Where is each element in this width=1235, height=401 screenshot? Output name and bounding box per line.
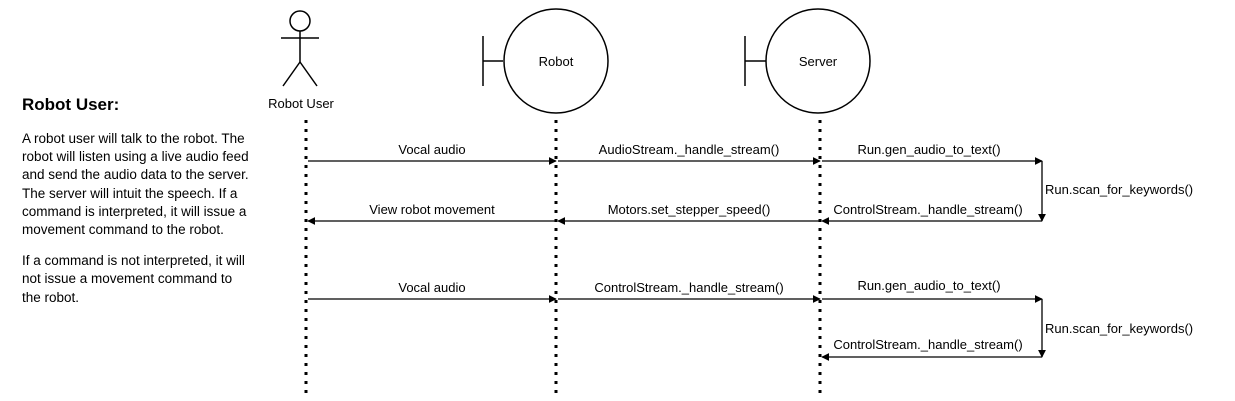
message-motors-set-stepper-speed[interactable]: Motors.set_stepper_speed() xyxy=(557,202,820,225)
message-label: Run.gen_audio_to_text() xyxy=(857,278,1000,293)
message-controlstream-handle-stream-1[interactable]: ControlStream._handle_stream() xyxy=(821,202,1042,225)
message-gen-audio-to-text-2[interactable]: Run.gen_audio_to_text() xyxy=(822,278,1043,303)
actor-robot-user[interactable]: Robot User xyxy=(268,10,335,111)
actor-head-icon xyxy=(289,10,311,32)
message-label: Vocal audio xyxy=(398,280,465,295)
message-scan-for-keywords-1[interactable]: Run.scan_for_keywords() xyxy=(1038,161,1193,222)
participant-label: Robot xyxy=(539,54,574,69)
boundary-circle-icon xyxy=(765,8,871,114)
description-title: Robot User: xyxy=(22,95,120,114)
message-scan-for-keywords-2[interactable]: Run.scan_for_keywords() xyxy=(1038,299,1193,358)
actor-label: Robot User xyxy=(268,96,334,111)
boundary-circle-icon xyxy=(503,8,609,114)
message-label: Run.scan_for_keywords() xyxy=(1045,321,1193,336)
message-view-robot-movement[interactable]: View robot movement xyxy=(307,202,556,225)
description-paragraph-1: A robot user will talk to the robot. The… xyxy=(22,131,249,238)
message-label: AudioStream._handle_stream() xyxy=(599,142,780,157)
message-vocal-audio-1[interactable]: Vocal audio xyxy=(308,142,557,165)
message-controlstream-handle-stream-2[interactable]: ControlStream._handle_stream() xyxy=(558,280,821,303)
participant-label: Server xyxy=(799,54,838,69)
description-panel: Robot User: A robot user will talk to th… xyxy=(22,94,250,320)
participant-server[interactable]: Server xyxy=(744,8,871,114)
message-gen-audio-to-text-1[interactable]: Run.gen_audio_to_text() xyxy=(822,142,1043,165)
actor-right-leg-icon xyxy=(299,61,318,87)
participant-robot[interactable]: Robot xyxy=(482,8,609,114)
message-label: ControlStream._handle_stream() xyxy=(833,337,1022,352)
message-label: ControlStream._handle_stream() xyxy=(833,202,1022,217)
message-controlstream-handle-stream-3[interactable]: ControlStream._handle_stream() xyxy=(821,337,1042,361)
message-label: ControlStream._handle_stream() xyxy=(594,280,783,295)
message-vocal-audio-2[interactable]: Vocal audio xyxy=(308,280,557,303)
actor-left-leg-icon xyxy=(282,61,301,87)
description-paragraph-2: If a command is not interpreted, it will… xyxy=(22,253,245,305)
message-label: View robot movement xyxy=(369,202,495,217)
message-audiostream-handle-stream[interactable]: AudioStream._handle_stream() xyxy=(558,142,821,165)
message-label: Vocal audio xyxy=(398,142,465,157)
message-label: Run.gen_audio_to_text() xyxy=(857,142,1000,157)
message-label: Run.scan_for_keywords() xyxy=(1045,182,1193,197)
message-label: Motors.set_stepper_speed() xyxy=(608,202,771,217)
